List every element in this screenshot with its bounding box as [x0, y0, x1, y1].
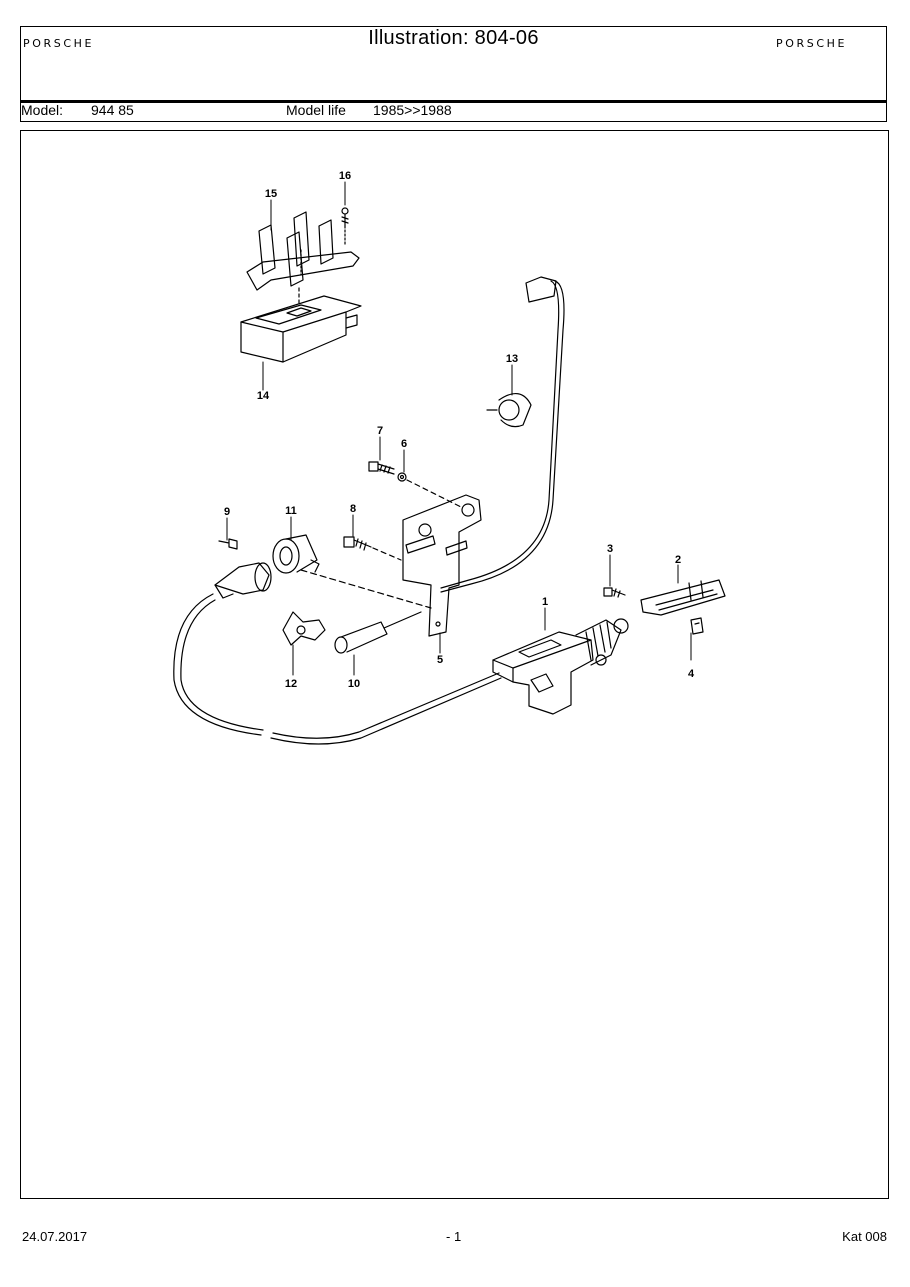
callout-4: 4 — [688, 668, 695, 680]
part-7-bolt — [368, 461, 395, 475]
footer-page-number: - 1 — [446, 1229, 462, 1244]
leader-lines — [226, 181, 692, 676]
part-8-bolt — [343, 536, 402, 561]
part-3-bolt — [603, 587, 626, 598]
model-life-value: 1985>>1988 — [373, 102, 452, 118]
model-life-label: Model life — [286, 102, 346, 118]
part-5-bracket — [402, 494, 482, 637]
callout-12: 12 — [285, 678, 297, 690]
callout-11: 11 — [285, 505, 297, 517]
porsche-logo: PORSCHE — [776, 37, 847, 50]
part-2-lever — [640, 579, 726, 616]
part-4-clip — [690, 617, 704, 635]
svg-text:PORSCHE: PORSCHE — [776, 37, 847, 50]
footer-catalog: Kat 008 — [842, 1229, 887, 1244]
header-rule — [20, 100, 887, 103]
part-10-rod — [334, 611, 422, 654]
part-9-pin — [218, 538, 238, 550]
part-6-nut — [397, 472, 464, 509]
porsche-logo: PORSCHE — [23, 37, 94, 50]
callout-14: 14 — [257, 390, 270, 402]
callout-6: 6 — [401, 438, 407, 450]
exploded-parts-diagram: 1 2 3 4 5 6 7 8 9 10 11 12 13 14 15 16 — [173, 170, 726, 745]
callout-13: 13 — [506, 353, 518, 365]
callout-3: 3 — [607, 543, 613, 555]
part-1-actuator — [492, 618, 629, 715]
callout-5: 5 — [437, 654, 443, 666]
callout-8: 8 — [350, 503, 356, 515]
callout-1: 1 — [542, 596, 548, 608]
part-connector-cable — [173, 562, 502, 745]
page-title: Illustration: 804-06 — [368, 27, 539, 49]
part-14-control-unit — [240, 295, 362, 363]
callout-15: 15 — [265, 188, 277, 200]
svg-text:PORSCHE: PORSCHE — [23, 37, 94, 50]
part-11-grommet — [272, 534, 432, 609]
callout-10: 10 — [348, 678, 360, 690]
callout-9: 9 — [224, 506, 230, 518]
part-16-screw — [341, 207, 349, 247]
part-12-clip — [282, 611, 326, 646]
page-header: PORSCHE Illustration: 804-06 PORSCHE Mod… — [20, 26, 887, 122]
footer-date: 24.07.2017 — [22, 1229, 88, 1244]
callout-7: 7 — [377, 425, 383, 437]
callout-2: 2 — [675, 554, 681, 566]
part-15-bracket — [246, 211, 360, 306]
callout-16: 16 — [339, 170, 351, 182]
model-label: Model: — [21, 102, 64, 118]
illustration-frame: 1 2 3 4 5 6 7 8 9 10 11 12 13 14 15 16 — [20, 130, 889, 1199]
model-value: 944 85 — [91, 102, 134, 118]
